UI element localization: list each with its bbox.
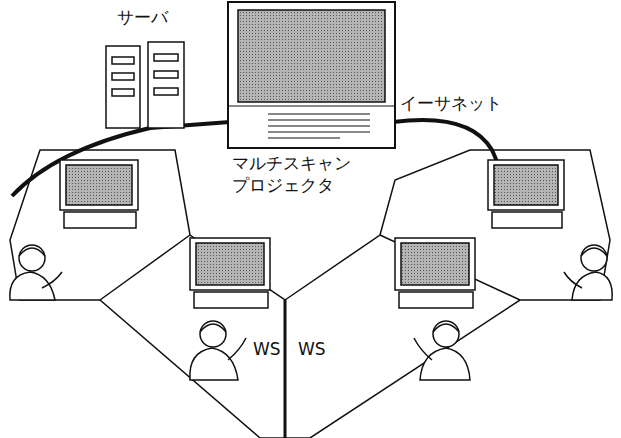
- projector-label: マルチスキャン プロジェクタ: [232, 152, 382, 196]
- multiscan-projector: [228, 2, 395, 148]
- ws-label: WS: [253, 338, 281, 360]
- operators: [10, 245, 612, 380]
- desks: [10, 150, 610, 438]
- server-towers: [106, 42, 184, 128]
- server-label: サーバ: [117, 6, 168, 28]
- ethernet-label: イーサネット: [400, 92, 502, 114]
- ws-label: WS: [298, 338, 326, 360]
